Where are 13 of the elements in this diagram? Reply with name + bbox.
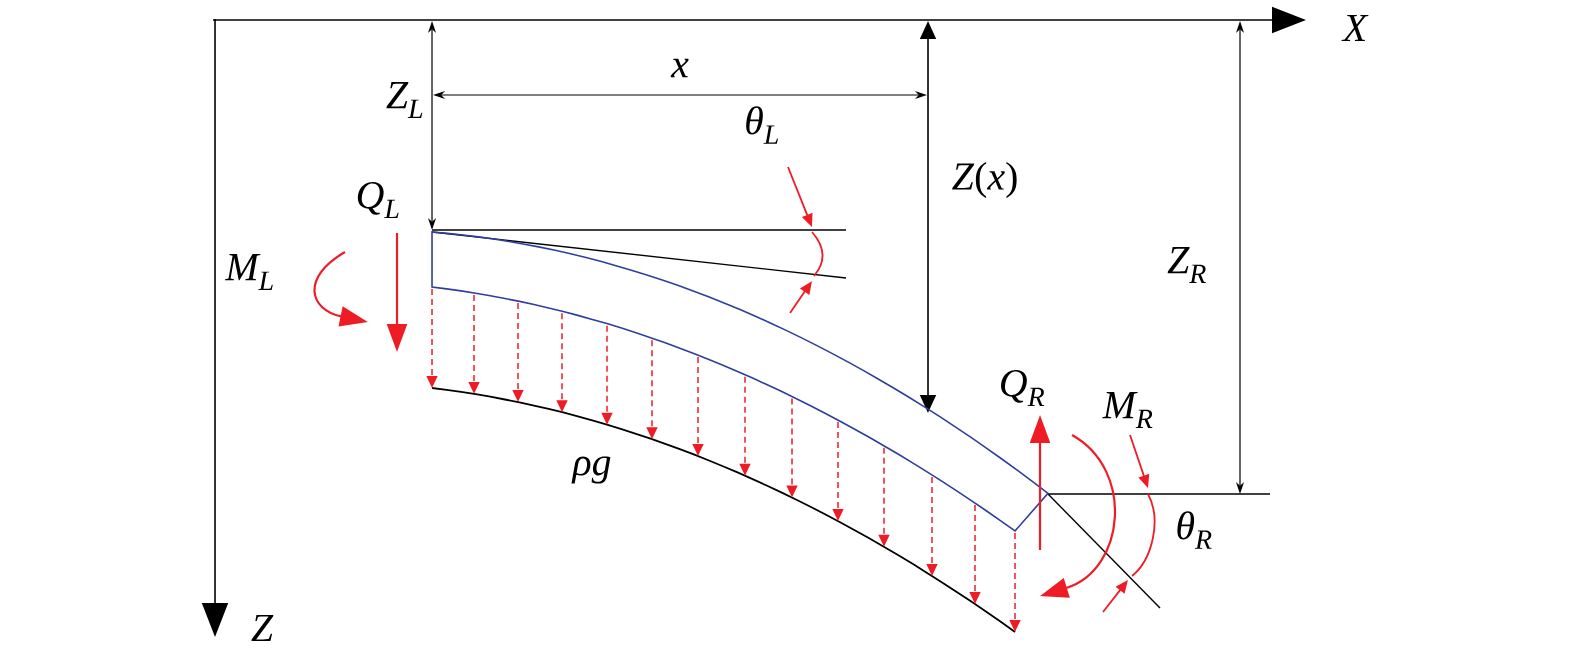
angle-label: θ$_{R}$ [1177, 511, 1212, 549]
axis-label: X [1341, 14, 1369, 42]
axis-label: Z [251, 614, 274, 642]
dimension-label: x [670, 58, 689, 78]
force-label: Q$_{L}$ [357, 181, 399, 219]
force-label: Q$_{R}$ [1001, 369, 1045, 407]
dimension-label: Z$_{R}$ [1167, 247, 1206, 283]
moment-label: M$_{R}$ [1102, 392, 1153, 428]
dimension-label: Z(x) [952, 161, 1017, 199]
angle-label: θ$_{L}$ [746, 106, 778, 144]
moment-label: M$_{L}$ [224, 254, 273, 290]
dimension-label: Z$_{L}$ [386, 82, 423, 118]
load-label: ρg [571, 456, 611, 484]
